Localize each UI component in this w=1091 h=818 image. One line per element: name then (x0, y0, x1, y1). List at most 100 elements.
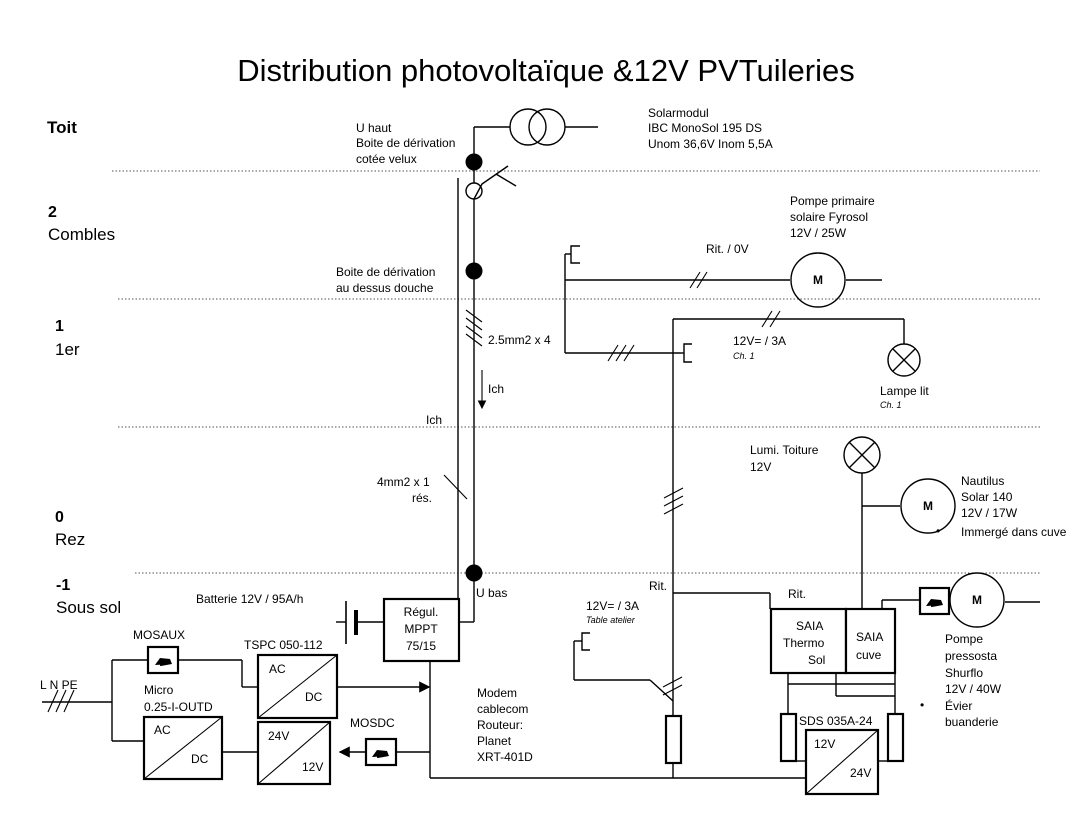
modem-label: Routeur: (477, 718, 523, 732)
junction-top-label: U haut (356, 121, 392, 135)
floor-code: 2 (48, 204, 57, 221)
mosaux-switch[interactable] (146, 645, 180, 675)
junction-top-label: cotée velux (356, 152, 417, 166)
cable-label: 4mm2 x 1 (377, 475, 430, 489)
lamp-bed-label: Lampe lit (880, 384, 929, 398)
table-atelier-label: 12V= / 3A (586, 599, 639, 613)
micro-ac: AC (154, 723, 171, 737)
solar-label: Solarmodul (648, 106, 709, 120)
lumi-lamp-symbol (843, 436, 881, 609)
lamp-bed-sub-label: Ch. 1 (880, 400, 902, 410)
nautilus-label: Immergé dans cuve (961, 525, 1067, 539)
nautilus-label: Solar 140 (961, 490, 1013, 504)
circuit-ch1 (565, 310, 921, 716)
rit-label: Rit. (649, 579, 667, 593)
mosaux-label: MOSAUX (133, 628, 185, 642)
lumi-label: Lumi. Toiture (750, 443, 819, 457)
solar-label: Unom 36,6V Inom 5,5A (648, 137, 773, 151)
sds-out: 24V (850, 766, 871, 780)
regulator-label: Régul. (404, 605, 439, 619)
table-atelier-circuit (573, 592, 771, 778)
motor-label: M (923, 499, 933, 513)
junction-bottom-label: U bas (476, 586, 507, 600)
saia-thermo-box (769, 607, 848, 675)
mosdc-switch[interactable] (364, 737, 398, 767)
sds-label: SDS 035A-24 (799, 714, 873, 728)
pump-primary-symbol (564, 245, 882, 353)
junction-mid-label: au dessus douche (336, 281, 434, 295)
pump-primary-label: 12V / 25W (790, 226, 847, 240)
saia-wiring (779, 599, 920, 796)
regulator-label: 75/15 (406, 639, 436, 653)
sds-in: 12V (814, 737, 835, 751)
cable-label: Ich (426, 413, 442, 427)
regulator-label: MPPT (404, 622, 438, 636)
pump-pressure-label: Pompe (945, 632, 983, 646)
nautilus-label: 12V / 17W (961, 506, 1018, 520)
regulator-box (382, 597, 461, 663)
tspc-label: TSPC 050-112 (244, 638, 323, 652)
solar-module-symbol (473, 108, 598, 162)
modem-label: cablecom (477, 702, 528, 716)
saia-cuve-box (844, 607, 897, 675)
micro-label: Micro (144, 683, 174, 697)
floor-name: Sous sol (56, 598, 121, 617)
floor-labels: Toit 2 Combles 1 1er 0 Rez -1 Sous sol (47, 118, 121, 617)
main-bus (443, 153, 517, 623)
micro-converter (142, 715, 224, 781)
cable-label: Ich (488, 382, 504, 396)
floor-code: -1 (56, 577, 70, 594)
tspc-converter (256, 653, 339, 720)
bullet: • (920, 698, 924, 712)
floor-code: 1 (55, 318, 64, 335)
pressostat-switch[interactable] (918, 586, 951, 616)
pump-pressure-symbol (949, 572, 1040, 628)
saia-cuve-label: cuve (856, 648, 882, 662)
floor-name: 1er (55, 340, 80, 359)
saia-thermo-label: SAIA (796, 619, 823, 633)
floor-code: 0 (55, 509, 64, 526)
cable-label: 2.5mm2 x 4 (488, 333, 551, 347)
mains-wiring (42, 659, 806, 779)
floor-name: Combles (48, 225, 115, 244)
floor-code: Toit (47, 118, 77, 137)
micro-dc: DC (191, 752, 209, 766)
cable-label: rés. (412, 491, 432, 505)
pump-primary-label: solaire Fyrosol (790, 210, 868, 224)
saia-thermo-label: Sol (808, 653, 825, 667)
lumi-label: 12V (750, 460, 771, 474)
converter-out: 12V (302, 760, 323, 774)
pump-pressure-label: buanderie (945, 715, 999, 729)
modem-label: Planet (477, 734, 512, 748)
bullet: • (936, 524, 940, 538)
nautilus-pump-symbol (862, 478, 956, 534)
circuit-sub-label: Ch. 1 (733, 351, 755, 361)
mains-label: L N PE (40, 678, 78, 692)
junction-mid-label: Boite de dérivation (336, 265, 435, 279)
table-atelier-sub-label: Table atelier (586, 615, 636, 625)
rit-label: Rit. / 0V (706, 242, 749, 256)
tspc-ac: AC (269, 662, 286, 676)
tspc-dc: DC (305, 690, 323, 704)
motor-label: M (813, 273, 823, 287)
junction-top-label: Boite de dérivation (356, 136, 455, 150)
motor-label: M (972, 593, 982, 607)
floor-lines (112, 170, 1040, 574)
pump-pressure-label: pressosta (945, 649, 997, 663)
circuit-label: 12V= / 3A (733, 334, 786, 348)
nautilus-label: Nautilus (961, 474, 1004, 488)
pump-pressure-label: Shurflo (945, 666, 983, 680)
modem-label: XRT-401D (477, 750, 533, 764)
battery-label: Batterie 12V / 95A/h (196, 592, 303, 606)
saia-thermo-label: Thermo (783, 636, 825, 650)
floor-name: Rez (55, 530, 85, 549)
micro-label: 0.25-I-OUTD (144, 700, 213, 714)
converter-in: 24V (268, 729, 289, 743)
rit-label: Rit. (788, 587, 806, 601)
modem-label: Modem (477, 686, 517, 700)
pump-primary-label: Pompe primaire (790, 194, 875, 208)
saia-cuve-label: SAIA (856, 630, 883, 644)
mosdc-label: MOSDC (350, 716, 395, 730)
converter-24-12 (256, 720, 332, 786)
